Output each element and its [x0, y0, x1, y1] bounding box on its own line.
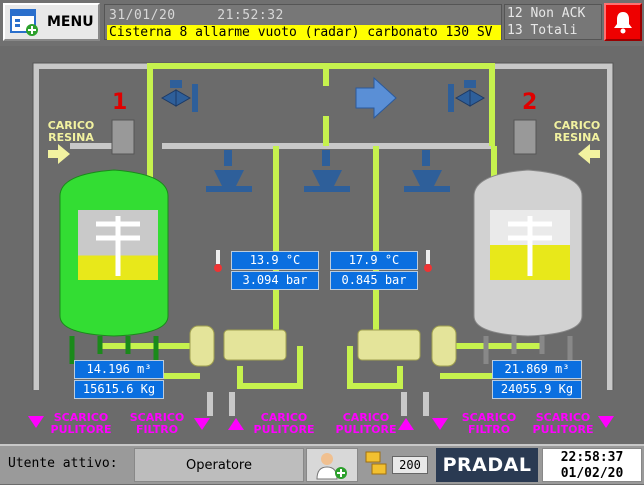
active-user-label: Utente attivo: [8, 456, 118, 471]
non-ack-count: 12 Non ACK [507, 6, 586, 21]
temperature-readout-1: 13.9 °C [231, 251, 319, 270]
valve-2[interactable] [304, 150, 350, 192]
alarm-datetime: 31/01/20 21:52:32 [109, 8, 284, 23]
pressure-readout-1: 3.094 bar [231, 271, 319, 290]
arrow-up-icon [398, 418, 414, 430]
arrow-up-icon [228, 418, 244, 430]
thermometer-icon-left [214, 250, 222, 272]
tank-2-weight: 24055.9 Kg [492, 380, 582, 399]
arrow-down-icon [598, 416, 614, 428]
arrow-down-icon [194, 418, 210, 430]
tank-1[interactable] [59, 119, 169, 364]
top-valve-left[interactable] [160, 80, 198, 112]
tank-1-number: 1 [112, 90, 128, 115]
pump-2[interactable] [357, 329, 421, 361]
tank-2-number: 2 [522, 90, 538, 115]
pump-1[interactable] [223, 329, 287, 361]
clock-time: 22:58:37 [560, 450, 624, 465]
carico-pulitore-label-2: CARICO PULITORE [335, 411, 397, 436]
filter-2[interactable] [431, 325, 457, 367]
pradal-logo: PRADAL [436, 448, 538, 482]
process-diagram [28, 62, 614, 430]
folder-icon[interactable] [364, 450, 390, 480]
top-valve-right[interactable] [448, 80, 486, 112]
arrow-down-icon [432, 418, 448, 430]
total-count: 13 Totali [507, 23, 578, 38]
user-icon [316, 453, 347, 480]
carico-resina-label-2: CARICO RESINA [553, 119, 601, 144]
filter-1[interactable] [189, 325, 215, 367]
scarico-filtro-label-2: SCARICO FILTRO [461, 411, 517, 436]
pressure-readout-2: 0.845 bar [330, 271, 418, 290]
tank-2[interactable] [473, 119, 583, 364]
alarm-bell-button[interactable] [604, 3, 642, 41]
carico-pulitore-label-1: CARICO PULITORE [253, 411, 315, 436]
menu-button[interactable]: MENU [3, 3, 100, 41]
scarico-pulitore-label-2: SCARICO PULITORE [532, 411, 594, 436]
clock-date: 01/02/20 [560, 466, 624, 481]
active-user-field[interactable]: Operatore [134, 448, 304, 482]
menu-window-icon [10, 9, 38, 36]
clock: 22:58:37 01/02/20 [542, 448, 642, 482]
resin-feed-arrow-left-icon [48, 144, 70, 164]
tank-1-volume: 14.196 m³ [74, 360, 164, 379]
header-bar: MENU 31/01/20 21:52:32 Cisterna 8 allarm… [0, 0, 644, 46]
alarm-banner[interactable]: 31/01/20 21:52:32 Cisterna 8 allarme vuo… [104, 4, 502, 40]
carico-resina-label-1: CARICO RESINA [47, 119, 95, 144]
scarico-pulitore-label-1: SCARICO PULITORE [50, 411, 112, 436]
valve-1[interactable] [206, 150, 252, 192]
footer-bar: Utente attivo: Operatore 200 PRADAL 22:5… [0, 444, 644, 484]
valve-3[interactable] [404, 150, 450, 192]
flow-arrow-icon [355, 76, 397, 120]
temperature-readout-2: 17.9 °C [330, 251, 418, 270]
thermometer-icon-right [424, 250, 432, 272]
tank-2-volume: 21.869 m³ [492, 360, 582, 379]
resin-feed-arrow-right-icon [578, 144, 600, 164]
user-switch-button[interactable] [306, 448, 358, 482]
menu-label: MENU [47, 14, 94, 30]
tank-1-weight: 15615.6 Kg [74, 380, 164, 399]
scarico-filtro-label-1: SCARICO FILTRO [129, 411, 185, 436]
arrow-down-icon [28, 416, 44, 428]
bell-icon [614, 12, 632, 34]
alarm-counts[interactable]: 12 Non ACK 13 Totali [504, 4, 602, 40]
counter-field[interactable]: 200 [392, 456, 428, 474]
alarm-message: Cisterna 8 allarme vuoto (radar) carbona… [107, 25, 501, 40]
